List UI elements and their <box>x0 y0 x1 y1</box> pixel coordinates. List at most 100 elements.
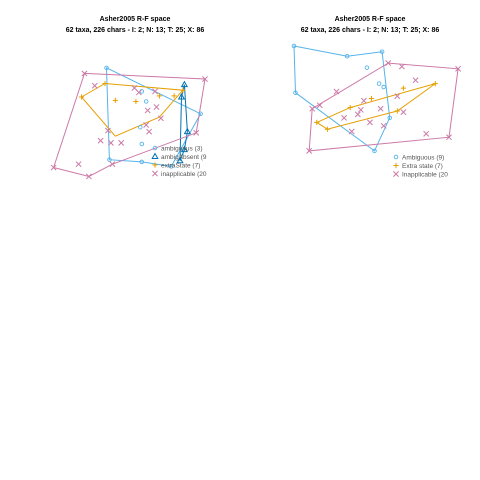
point-ambiguous <box>168 164 174 169</box>
chart-title: Asher2005 R-F space <box>335 16 406 23</box>
point-extrastate <box>156 93 163 99</box>
point-inapplicable <box>144 107 151 114</box>
point-ambiguous <box>139 141 145 147</box>
point-extra-state <box>324 126 330 132</box>
legend-symbol-ambiguous <box>152 145 158 151</box>
hull-extrastate <box>80 82 184 137</box>
point-ambiguous <box>344 54 350 59</box>
point-ambiguous <box>139 159 145 165</box>
point-inapplicable <box>423 130 430 137</box>
point-inapplicable <box>306 147 313 154</box>
legend-label: ambiguous (3) <box>161 145 203 152</box>
point-inapplicable <box>75 161 82 168</box>
point-ambigabsent <box>176 156 184 164</box>
point-extra-state <box>432 81 438 87</box>
legend-symbol-ambigabsent <box>151 152 159 159</box>
point-extrastate <box>133 98 139 105</box>
point-inapplicable <box>309 105 316 112</box>
point-inapplicable <box>316 102 323 109</box>
legend-label: Ambiguous (9) <box>402 154 444 161</box>
point-ambiguous <box>107 157 112 162</box>
point-inapplicable <box>412 77 419 84</box>
point-ambigabsent <box>177 92 186 100</box>
point-inapplicable <box>377 105 384 112</box>
legend-symbol-extra-state <box>393 162 399 169</box>
legend-symbol-extrastate <box>152 162 158 168</box>
point-inapplicable <box>157 115 164 122</box>
point-inapplicable <box>398 63 405 70</box>
point-inapplicable <box>105 127 111 134</box>
point-inapplicable <box>118 139 125 146</box>
point-inapplicable <box>394 93 401 100</box>
point-extra-state <box>368 95 375 102</box>
point-inapplicable <box>143 122 150 128</box>
hull-inapplicable <box>308 62 459 152</box>
point-inapplicable <box>446 134 452 141</box>
panel-left: Asher2005 R-F space 62 taxa, 226 chars -… <box>50 16 208 180</box>
point-extra-state <box>394 108 400 114</box>
point-inapplicable <box>354 111 361 118</box>
legend-label: inapplicable (20 <box>161 171 207 178</box>
point-inapplicable <box>380 122 387 129</box>
point-ambiguous <box>379 49 385 54</box>
legend-symbol-inapplicable <box>152 170 158 177</box>
point-inapplicable <box>341 114 348 121</box>
point-ambiguous <box>104 65 109 71</box>
legend-symbol-inapplicable <box>393 171 399 177</box>
chart-subtitle: 62 taxa, 226 chars - I: 2; N: 13; T: 25;… <box>301 27 440 34</box>
point-inapplicable <box>357 106 364 113</box>
point-ambiguous <box>376 81 382 86</box>
point-extra-state <box>347 104 353 111</box>
point-ambigabsent <box>180 80 189 88</box>
point-extrastate <box>78 94 85 100</box>
point-ambiguous <box>364 65 370 70</box>
legend-label: extraState (7) <box>161 162 200 169</box>
legend-label: Extra state (7) <box>402 163 443 170</box>
point-inapplicable <box>333 88 340 95</box>
point-extra-state <box>314 119 320 125</box>
point-inapplicable <box>193 129 200 136</box>
point-ambigabsent <box>180 145 189 153</box>
point-extra-state <box>400 85 406 91</box>
point-inapplicable <box>146 128 153 135</box>
point-inapplicable <box>385 60 392 67</box>
point-ambiguous <box>143 99 149 104</box>
point-inapplicable <box>135 89 142 96</box>
point-inapplicable <box>455 65 462 72</box>
point-inapplicable <box>131 85 138 91</box>
point-inapplicable <box>367 119 373 126</box>
point-inapplicable <box>91 82 98 89</box>
point-ambiguous <box>293 90 298 95</box>
point-inapplicable <box>153 104 160 110</box>
legend-label: Inapplicable (20 <box>402 171 448 178</box>
panel-right: Asher2005 R-F space 62 taxa, 226 chars -… <box>291 16 462 178</box>
legend-label: ambigAbsent (9 <box>161 154 207 161</box>
point-extrastate <box>171 93 177 99</box>
chart-title: Asher2005 R-F space <box>100 16 171 23</box>
point-ambigabsent <box>183 127 192 135</box>
hull-ambiguous <box>293 45 391 152</box>
point-extrastate <box>180 87 186 93</box>
point-ambiguous <box>381 84 386 90</box>
point-ambiguous <box>291 43 297 49</box>
point-inapplicable <box>81 70 88 77</box>
point-inapplicable <box>202 76 208 82</box>
point-ambiguous <box>198 111 203 117</box>
point-extrastate <box>112 97 118 103</box>
point-inapplicable <box>360 97 367 104</box>
point-ambiguous <box>372 148 377 154</box>
legend-symbol-ambiguous <box>393 154 399 160</box>
point-inapplicable <box>97 137 104 144</box>
point-inapplicable <box>85 173 92 180</box>
point-inapplicable <box>152 88 158 95</box>
point-inapplicable <box>400 109 407 116</box>
point-inapplicable <box>109 161 116 168</box>
point-inapplicable <box>50 164 57 171</box>
point-ambiguous <box>387 115 392 121</box>
hull-extra-state <box>315 83 436 130</box>
point-inapplicable <box>107 139 114 146</box>
chart-subtitle: 62 taxa, 226 chars - I: 2; N: 13; T: 25;… <box>66 27 205 34</box>
point-inapplicable <box>348 128 355 135</box>
point-ambiguous <box>138 124 143 130</box>
